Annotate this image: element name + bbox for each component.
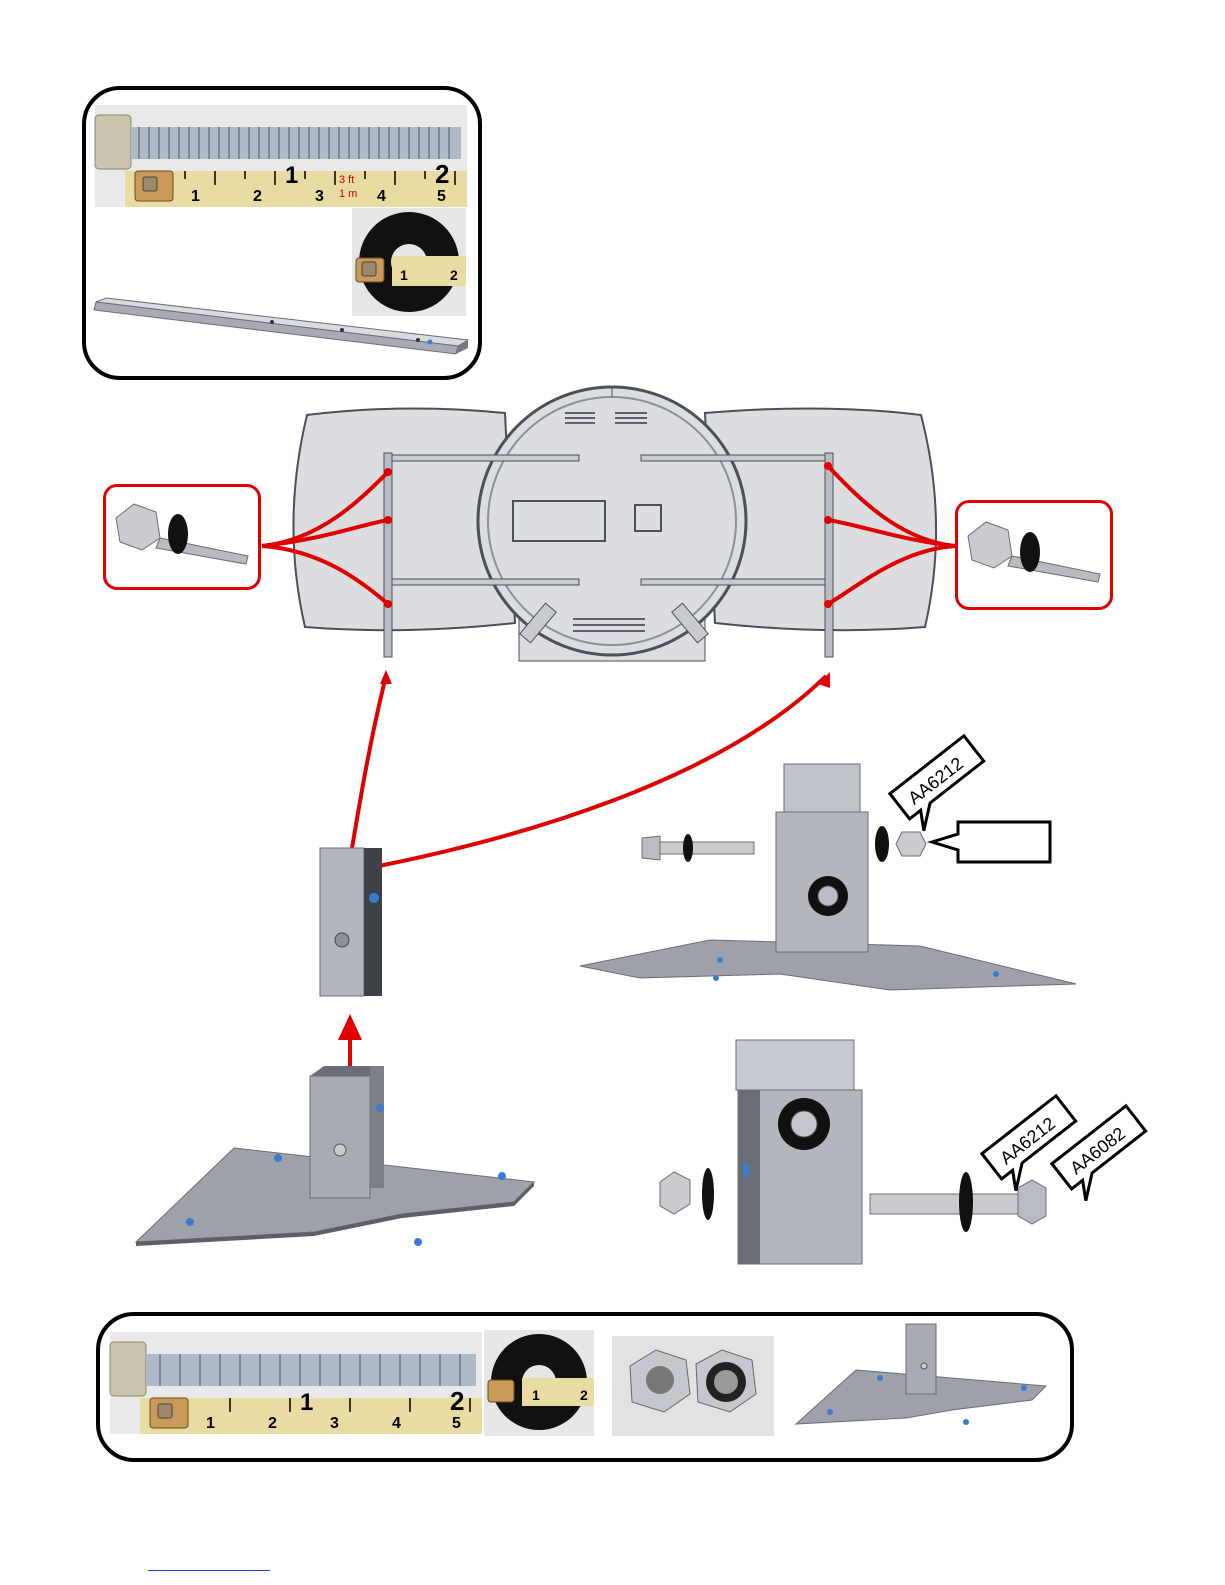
- svg-text:2: 2: [450, 1386, 464, 1416]
- foot-base-plate: [134, 1072, 564, 1252]
- bolt-photo-bottom: 1 2 3 4 5 1 2: [110, 1332, 482, 1434]
- svg-text:1: 1: [206, 1415, 215, 1432]
- svg-text:2: 2: [268, 1415, 277, 1432]
- svg-text:2: 2: [580, 1387, 588, 1403]
- foot-photo-bottom: [796, 1322, 1066, 1432]
- tag-bolt-lower: AA6082: [1038, 1098, 1158, 1198]
- leg-assembly-view: [580, 762, 1080, 992]
- footer-link-underline[interactable]: [148, 1570, 270, 1571]
- svg-text:1: 1: [300, 1389, 313, 1416]
- svg-text:3: 3: [330, 1415, 339, 1432]
- nuts-photo-bottom: [612, 1336, 774, 1436]
- svg-text:5: 5: [452, 1415, 461, 1432]
- tag-washer-upper: AA6212: [876, 728, 996, 828]
- svg-text:4: 4: [392, 1415, 401, 1432]
- washer-photo-bottom: 1 2: [484, 1330, 594, 1436]
- svg-text:1: 1: [532, 1387, 540, 1403]
- tag-nut-upper: [930, 820, 1054, 866]
- leg-tube-lower-piece: [318, 848, 384, 998]
